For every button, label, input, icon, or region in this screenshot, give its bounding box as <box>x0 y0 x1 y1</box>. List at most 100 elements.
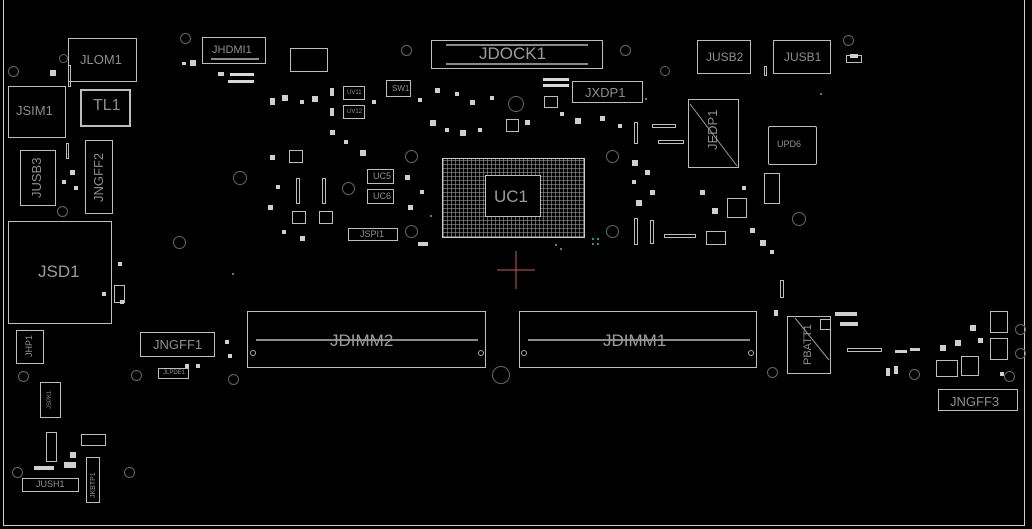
component-jsim1[interactable] <box>8 86 66 138</box>
component-small[interactable] <box>292 211 306 224</box>
component-jush1[interactable] <box>22 478 79 492</box>
component-jlom1[interactable] <box>68 38 137 82</box>
label-upd6: UPD6 <box>777 139 802 149</box>
component-jdock1[interactable] <box>431 40 603 69</box>
component-uv12[interactable] <box>343 105 365 119</box>
component-small[interactable] <box>46 432 57 462</box>
label-jdimm2: JDIMM2 <box>330 331 394 350</box>
label-jdock1: JDOCK1 <box>479 44 547 63</box>
mounting-hole <box>401 45 412 56</box>
component-jhp1[interactable] <box>16 330 44 364</box>
component-small[interactable] <box>506 119 519 132</box>
component-small[interactable] <box>706 231 726 245</box>
mounting-hole <box>792 212 806 226</box>
component-uv11[interactable] <box>343 86 365 100</box>
component-upd6[interactable] <box>768 126 817 165</box>
component-jngff2[interactable] <box>85 140 113 214</box>
component-jusb3[interactable] <box>20 150 56 206</box>
component-small[interactable] <box>634 122 638 144</box>
mounting-hole <box>405 150 418 163</box>
component-small[interactable] <box>764 173 780 204</box>
label-jusb2: JUSB2 <box>706 50 744 64</box>
component-tl1[interactable] <box>80 89 131 127</box>
component-small[interactable] <box>847 348 882 352</box>
mounting-hole <box>660 66 670 76</box>
label-jush1: JUSH1 <box>36 479 65 489</box>
component-small[interactable] <box>961 356 979 376</box>
mounting-hole <box>233 171 247 185</box>
component-small[interactable] <box>780 280 784 298</box>
mounting-hole <box>57 206 68 217</box>
mounting-hole <box>12 467 23 478</box>
component-jngff1[interactable] <box>140 332 215 357</box>
component-small[interactable] <box>650 220 654 244</box>
component-pbatt1[interactable] <box>787 316 831 374</box>
component-small[interactable] <box>289 150 303 163</box>
mounting-hole <box>405 225 418 238</box>
component-jsd1[interactable] <box>8 221 112 324</box>
mounting-hole <box>492 366 510 384</box>
label-jngff1: JNGFF1 <box>153 337 203 352</box>
component-jedp1[interactable] <box>688 99 739 168</box>
component-uc5[interactable] <box>367 169 394 184</box>
component-small[interactable] <box>658 140 684 144</box>
component-small[interactable] <box>68 65 71 87</box>
label-jdimm1: JDIMM1 <box>603 331 667 350</box>
board-outline <box>3 0 1025 526</box>
component-small[interactable] <box>290 48 328 72</box>
label-uv12: UV12 <box>347 109 363 115</box>
component-jspi1[interactable] <box>348 228 398 241</box>
component-uc1[interactable] <box>442 158 585 238</box>
component-uc6[interactable] <box>367 189 394 204</box>
component-small[interactable] <box>727 198 747 218</box>
component-sw1[interactable] <box>386 80 411 97</box>
component-small[interactable] <box>81 434 106 446</box>
component-small[interactable] <box>652 124 676 128</box>
component-small[interactable] <box>664 234 696 238</box>
mounting-hole <box>606 225 619 238</box>
mounting-hole <box>124 467 135 478</box>
component-small[interactable] <box>990 311 1008 333</box>
mounting-hole <box>1015 348 1026 359</box>
label-jhdmi1: JHDMI1 <box>212 44 252 56</box>
mounting-hole <box>342 182 355 195</box>
component-small[interactable] <box>66 143 69 159</box>
component-small[interactable] <box>319 211 333 224</box>
component-small[interactable] <box>764 66 767 76</box>
mounting-hole <box>606 150 619 163</box>
component-small[interactable] <box>990 338 1008 360</box>
mounting-hole <box>909 369 920 380</box>
label-uc5: UC5 <box>373 171 392 181</box>
component-jlpde1[interactable] <box>158 368 189 379</box>
label-jusb1: JUSB1 <box>784 50 822 64</box>
mounting-hole <box>1015 324 1026 335</box>
component-jusb1[interactable] <box>773 40 831 74</box>
component-jspk1[interactable] <box>40 382 61 418</box>
component-small[interactable] <box>634 218 638 245</box>
component-jngff3[interactable] <box>938 389 1018 411</box>
mounting-hole <box>228 374 239 385</box>
component-small[interactable] <box>820 319 831 330</box>
component-jdimm1[interactable] <box>519 311 757 368</box>
label-jsim1: JSIM1 <box>16 103 53 118</box>
mounting-hole <box>843 35 854 46</box>
label-jsd1: JSD1 <box>38 262 80 281</box>
label-tl1: TL1 <box>93 97 121 114</box>
component-small[interactable] <box>322 178 326 204</box>
mounting-hole <box>173 236 186 249</box>
mounting-hole <box>767 367 778 378</box>
component-small[interactable] <box>544 96 558 108</box>
component-jdimm2[interactable] <box>247 311 486 368</box>
component-jxdp1[interactable] <box>572 81 643 103</box>
component-jkbtp1[interactable] <box>86 457 100 503</box>
component-small[interactable] <box>114 285 125 303</box>
label-jspi1: JSPI1 <box>360 229 385 239</box>
mounting-hole <box>620 45 631 56</box>
component-jhdmi1[interactable] <box>202 37 266 64</box>
component-jusb2[interactable] <box>697 40 751 74</box>
component-small[interactable] <box>936 360 958 377</box>
mounting-hole <box>59 54 68 63</box>
component-small[interactable] <box>296 178 300 204</box>
